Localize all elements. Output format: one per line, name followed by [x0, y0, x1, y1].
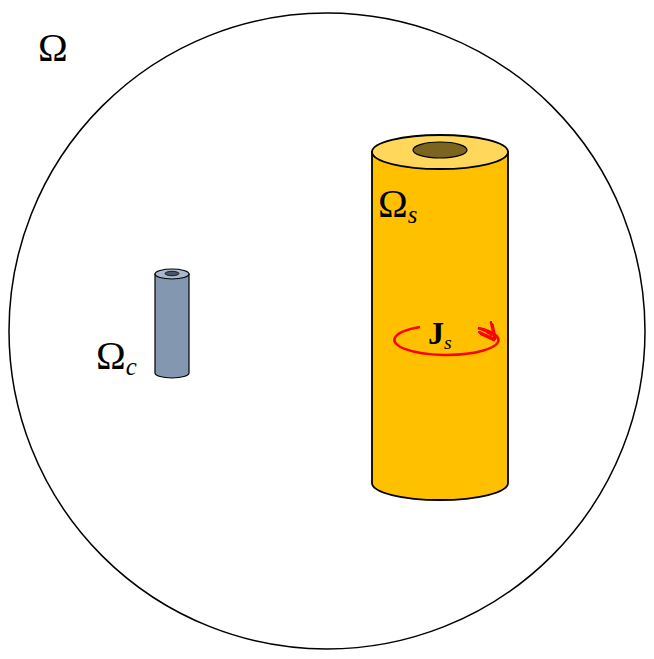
- conductor-tube: [155, 269, 189, 378]
- region-label: Js: [428, 317, 452, 353]
- source-cylinder: [372, 135, 508, 500]
- region-label: Ωc: [96, 336, 137, 380]
- region-label: Ωs: [378, 184, 417, 228]
- current-loop: [394, 327, 498, 355]
- domain-circle: [9, 13, 645, 649]
- region-label: Ω: [38, 28, 68, 68]
